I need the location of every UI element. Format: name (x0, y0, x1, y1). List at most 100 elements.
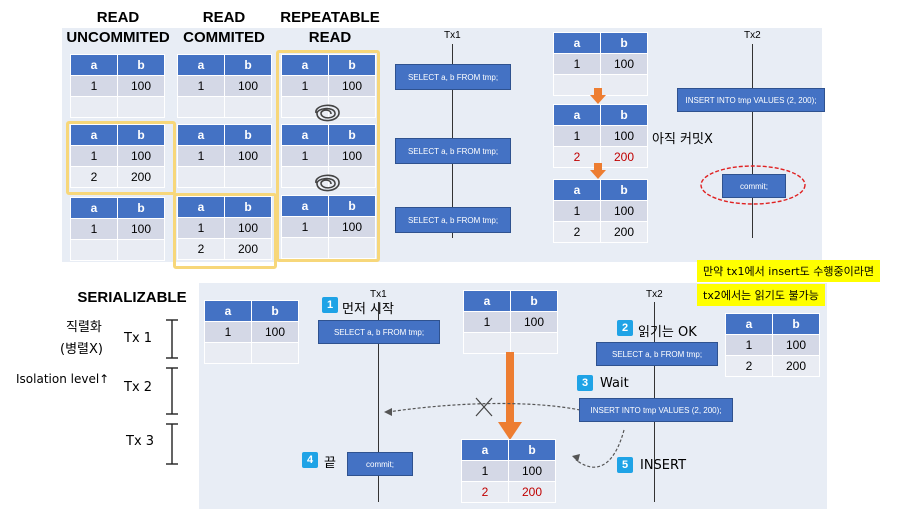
cell: 1 (70, 75, 118, 97)
commit-circle-icon (698, 163, 808, 207)
header-line: READ (96, 9, 140, 26)
header-line: COMMITED (183, 29, 265, 46)
col-b: b (328, 54, 376, 76)
cell (224, 96, 272, 118)
col-a: a (281, 195, 329, 217)
col-a: a (177, 196, 225, 218)
note-serial: 직렬화 (66, 320, 102, 335)
cell: 100 (510, 311, 558, 333)
cell (70, 96, 118, 118)
tx2-label: Tx2 (744, 30, 761, 41)
cell: 100 (224, 75, 272, 97)
col-b: b (224, 124, 272, 146)
note-isolation: Isolation level↑ (16, 372, 110, 386)
cell: 2 (553, 221, 601, 243)
cell: 2 (70, 166, 118, 188)
col-a: a (70, 197, 118, 219)
col-b: b (224, 196, 272, 218)
header-read-uncommited: READ UNCOMMITED (60, 8, 176, 48)
header-read-commited: READ COMMITED (176, 8, 272, 48)
cell (117, 96, 165, 118)
col-b: b (224, 54, 272, 76)
header-serializable: SERIALIZABLE (77, 289, 187, 306)
tx1-label: Tx1 (370, 289, 387, 300)
highlight-rr (276, 50, 380, 262)
step1-badge: 1 (322, 297, 338, 313)
col-b: b (328, 124, 376, 146)
yellow-note-line1: 만약 tx1에서 insert도 수행중이라면 (697, 260, 880, 282)
cell (328, 237, 376, 259)
col-a: a (70, 124, 118, 146)
cell: 100 (772, 334, 820, 356)
highlight-ru (66, 121, 176, 195)
col-a: a (281, 124, 329, 146)
cell (328, 96, 376, 118)
col-b: b (600, 104, 648, 126)
col-a: a (281, 54, 329, 76)
insert-query-box: INSERT INTO tmp VALUES (2, 200); (677, 88, 825, 112)
cell: 1 (553, 53, 601, 75)
cell: 1 (725, 334, 773, 356)
cell: 2 (553, 146, 601, 168)
yellow-note: 만약 tx1에서 insert도 수행중이라면 tx2에서는 읽기도 불가능 (697, 260, 907, 310)
col-b: b (772, 313, 820, 335)
cell: 1 (281, 145, 329, 167)
cell: 100 (600, 125, 648, 147)
cell: 200 (508, 481, 556, 503)
col-b: b (510, 290, 558, 312)
cell: 1 (281, 216, 329, 238)
down-arrow-icon (498, 352, 522, 440)
step2-badge: 2 (617, 320, 633, 336)
cell: 2 (461, 481, 509, 503)
cell (117, 239, 165, 261)
cell (70, 239, 118, 261)
yellow-note-line2: tx2에서는 읽기도 불가능 (697, 284, 825, 306)
step3-text: Wait (600, 376, 629, 391)
col-a: a (725, 313, 773, 335)
select-query-box: SELECT a, b FROM tmp; (318, 320, 440, 344)
cell (328, 166, 376, 188)
cell: 1 (461, 460, 509, 482)
col-a: a (70, 54, 118, 76)
cell: 1 (281, 75, 329, 97)
cell (224, 166, 272, 188)
note-tx3: Tx 3 (126, 434, 155, 449)
cell: 200 (600, 146, 648, 168)
step5-badge: 5 (617, 457, 633, 473)
col-b: b (117, 197, 165, 219)
cell: 100 (251, 321, 299, 343)
col-a: a (204, 300, 252, 322)
col-a: a (177, 124, 225, 146)
cell: 100 (328, 75, 376, 97)
insert-query-box: INSERT INTO tmp VALUES (2, 200); (579, 398, 733, 422)
select-query-box: SELECT a, b FROM tmp; (596, 342, 718, 366)
select-query-box: SELECT a, b FROM tmp; (395, 138, 511, 164)
cell: 100 (224, 217, 272, 239)
dashed-arrows-icon (380, 390, 640, 500)
note-parallel: (병렬X) (60, 342, 103, 357)
cell (600, 74, 648, 96)
tx2-lifeline (752, 44, 753, 238)
header-repeatable-read: REPEATABLE READ (272, 8, 388, 48)
step4-text: 끝 (324, 456, 336, 471)
commit-box: commit; (347, 452, 413, 476)
col-a: a (177, 54, 225, 76)
cell: 100 (600, 200, 648, 222)
cell (251, 342, 299, 364)
header-line: UNCOMMITED (66, 29, 170, 46)
cell (177, 166, 225, 188)
cell: 1 (70, 218, 118, 240)
cell: 100 (600, 53, 648, 75)
col-b: b (117, 54, 165, 76)
col-a: a (553, 32, 601, 54)
cell: 100 (117, 75, 165, 97)
